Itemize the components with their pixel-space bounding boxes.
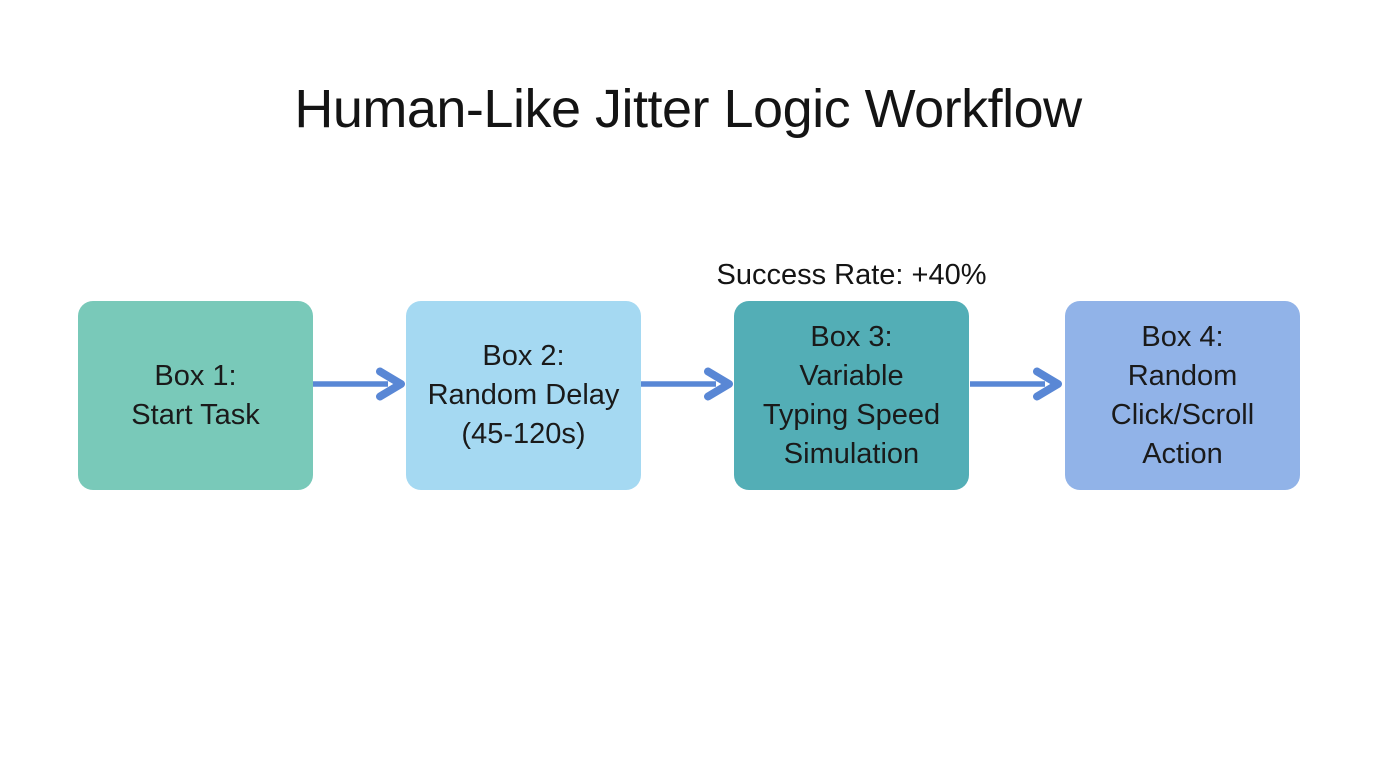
right-arrow-icon (312, 362, 406, 406)
right-arrow-icon (640, 362, 734, 406)
diagram-title: Human-Like Jitter Logic Workflow (294, 79, 1082, 139)
flow-box-label: Box 2: Random Delay (45-120s) (427, 340, 620, 450)
flow-box-start-task: Box 1: Start Task (78, 301, 313, 490)
flow-box-label: Box 3: Variable Typing Speed Simulation (762, 320, 941, 470)
flow-box-typing-speed: Box 3: Variable Typing Speed Simulation (734, 301, 969, 490)
flow-box-click-scroll: Box 4: Random Click/Scroll Action (1065, 301, 1300, 490)
right-arrow-icon (969, 362, 1063, 406)
flow-box-label: Box 1: Start Task (131, 359, 260, 431)
flow-box-label: Box 4: Random Click/Scroll Action (1110, 320, 1255, 470)
success-rate-label: Success Rate: +40% (716, 259, 987, 291)
flow-box-random-delay: Box 2: Random Delay (45-120s) (406, 301, 641, 490)
